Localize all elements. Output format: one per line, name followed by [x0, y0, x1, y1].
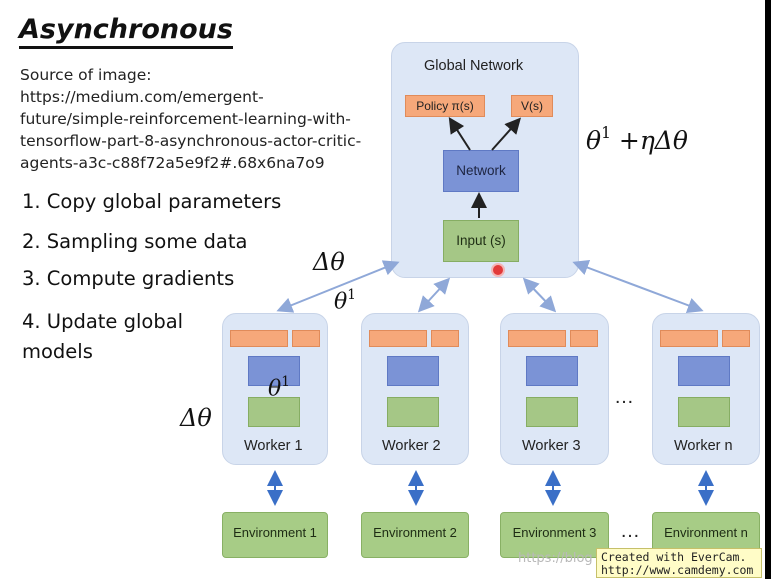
source-line: agents-a3c-c88f72a5e9f2#.68x6na7o9	[20, 154, 325, 172]
step-sampling: 2. Sampling some data	[22, 230, 248, 253]
value-output-box: V(s)	[511, 95, 553, 117]
environments-ellipsis: …	[620, 520, 641, 542]
slide-title: Asynchronous	[19, 14, 233, 49]
worker-policy-box	[369, 330, 427, 347]
policy-label: Policy π(s)	[416, 99, 474, 113]
environment-3: Environment 3	[500, 512, 609, 558]
worker-value-box	[431, 330, 459, 347]
step-update-global: 4. Update global	[22, 310, 184, 333]
worker-input-box	[248, 397, 300, 427]
step-compute-gradients: 3. Compute gradients	[22, 267, 235, 290]
network-to-value-arrow	[491, 117, 521, 151]
global-network-title: Global Network	[424, 58, 524, 74]
environment-2: Environment 2	[361, 512, 469, 558]
network-to-policy-arrow	[448, 116, 471, 151]
environment-1: Environment 1	[222, 512, 328, 558]
worker-network-box	[248, 356, 300, 386]
worker-network-box	[526, 356, 578, 386]
worker-network-box	[387, 356, 439, 386]
camdemy-line-1: Created with EverCam.	[601, 550, 747, 564]
worker-value-box	[722, 330, 750, 347]
global-worker1-arrow	[276, 260, 400, 313]
global-workern-arrow	[572, 260, 704, 313]
global-update-formula: θ1 +ηΔθ	[586, 124, 688, 155]
worker-policy-box	[660, 330, 718, 347]
watermark-url: https://blog	[518, 551, 593, 566]
mouse-cursor-indicator	[491, 263, 505, 277]
worker-input-box	[387, 397, 439, 427]
delta-theta-top: Δθ	[313, 248, 345, 276]
source-line: Source of image:	[20, 66, 152, 84]
source-line: tensorflow-part-8-asynchronous-actor-cri…	[20, 132, 362, 150]
camdemy-line-2: http://www.camdemy.com	[601, 563, 754, 577]
worker-network-box	[678, 356, 730, 386]
global-worker2-arrow	[417, 277, 451, 313]
value-label: V(s)	[521, 99, 543, 113]
worker-policy-box	[508, 330, 566, 347]
worker-2-label: Worker 2	[382, 438, 441, 454]
worker-3-label: Worker 3	[522, 438, 581, 454]
input-box: Input (s)	[443, 220, 519, 262]
delta-theta-worker: Δθ	[180, 404, 212, 432]
theta-top: θ1	[334, 287, 356, 315]
global-worker3-arrow	[522, 277, 557, 313]
worker-n-label: Worker n	[674, 438, 733, 454]
worker-input-box	[526, 397, 578, 427]
workers-ellipsis: …	[614, 386, 635, 408]
camdemy-watermark: Created with EverCam. http://www.camdemy…	[596, 548, 762, 578]
input-label: Input (s)	[456, 233, 506, 248]
theta-worker: θ1	[268, 374, 290, 402]
step-copy-parameters: 1. Copy global parameters	[22, 190, 282, 213]
network-label: Network	[456, 163, 506, 178]
source-line: future/simple-reinforcement-learning-wit…	[20, 110, 351, 128]
worker-input-box	[678, 397, 730, 427]
policy-output-box: Policy π(s)	[405, 95, 485, 117]
network-box: Network	[443, 150, 519, 192]
worker-policy-box	[230, 330, 288, 347]
step-update-global-cont: models	[22, 340, 93, 363]
worker-value-box	[292, 330, 320, 347]
worker-1-label: Worker 1	[244, 438, 303, 454]
source-line: https://medium.com/emergent-	[20, 88, 264, 106]
worker-value-box	[570, 330, 598, 347]
